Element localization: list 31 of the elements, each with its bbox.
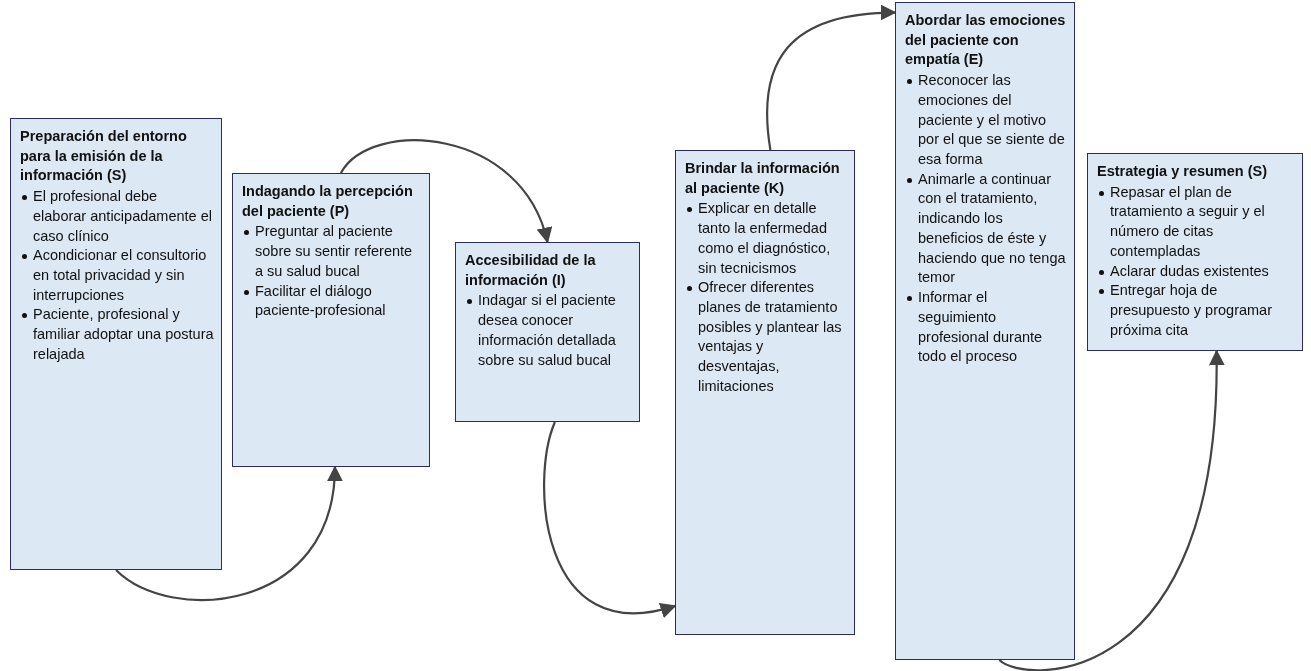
curved-arrow [998, 349, 1225, 671]
box-heading: Estrategia y resumen (S) [1097, 162, 1269, 181]
bullet-item: Acondicionar el consultorio en total privacidad y sin interrupciones [20, 246, 214, 306]
bullet-item: Aclarar dudas existentes [1097, 261, 1295, 282]
bullet-item: Ofrecer diferentes planes de tratamiento posibles y plantear las ventajas y desventajas, limitaciones [685, 278, 847, 397]
bullet-item: Indagar si el paciente desea conocer información detallada sobre su salud bucal [465, 291, 632, 371]
bullet-item: Facilitar el diálogo paciente-profesional [242, 281, 422, 322]
bullet-item: Reconocer las emociones del paciente y el motivo por el que se siente de esa forma [905, 71, 1067, 170]
process-box [232, 173, 430, 467]
process-box [10, 118, 222, 570]
bullet-item: Preguntar al paciente sobre su sentir referente a su salud bucal [242, 222, 422, 282]
box-heading: Abordar las emociones del paciente con empatía (E) [905, 11, 1067, 70]
process-box [895, 2, 1075, 660]
box-heading: Accesibilidad de la información (I) [465, 251, 597, 290]
box-heading: Indagando la percepción del paciente (P) [242, 182, 414, 221]
bullet-item: Repasar el plan de tratamiento a seguir y el número de citas contempladas [1097, 182, 1295, 262]
bullet-item: Explicar en detalle tanto la enfermedad como el diagnóstico, sin tecnicismos [685, 199, 847, 279]
process-box [675, 150, 855, 635]
bullet-item: Entregar hoja de presupuesto y programar próxima cita [1097, 281, 1295, 341]
process-box [455, 242, 640, 422]
process-box [1087, 153, 1303, 351]
bullet-item: Informar el seguimiento profesional durante todo el proceso [905, 288, 1067, 367]
curved-arrow [115, 465, 342, 601]
curved-arrow [340, 139, 551, 244]
curved-arrow [766, 5, 897, 151]
box-heading: Preparación del entorno para la emisión de la información (S) [20, 127, 188, 186]
curved-arrow [543, 421, 677, 617]
box-heading: Brindar la información al paciente (K) [685, 159, 841, 198]
bullet-item: Paciente, profesional y familiar adoptar una postura relajada [20, 305, 214, 365]
bullet-item: El profesional debe elaborar anticipadamente el caso clínico [20, 187, 214, 247]
bullet-item: Animarle a continuar con el tratamiento, indicando los beneficios de éste y haciendo que no tenga temor [905, 169, 1067, 289]
